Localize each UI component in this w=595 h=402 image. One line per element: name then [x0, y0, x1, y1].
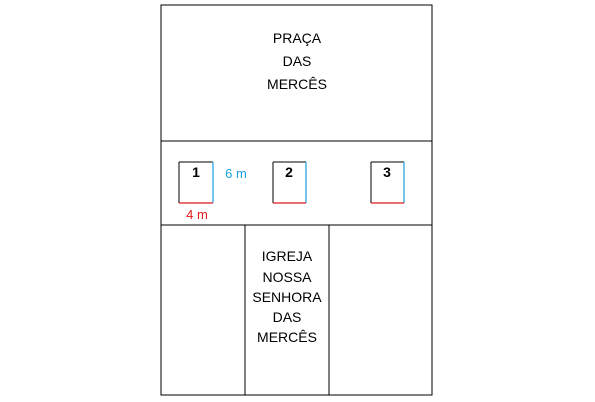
lot-3-label: 3: [383, 164, 391, 180]
praca-line-3: MERCÊS: [267, 76, 327, 92]
praca-line-1: PRAÇA: [273, 30, 322, 46]
igreja-line-3: SENHORA: [252, 289, 322, 305]
igreja-line-2: NOSSA: [262, 269, 312, 285]
outer-boundary: [160, 4, 433, 396]
igreja-line-4: DAS: [273, 309, 302, 325]
praca-line-2: DAS: [283, 53, 312, 69]
lot-1-label: 1: [192, 164, 200, 180]
lot-2-label: 2: [285, 164, 293, 180]
igreja-line-1: IGREJA: [262, 248, 313, 264]
lot-1: 1: [178, 161, 214, 204]
lot-3: 3: [370, 161, 405, 204]
igreja-line-5: MERCÊS: [257, 329, 317, 345]
height-dimension-label: 6 m: [225, 166, 247, 181]
width-dimension-label: 4 m: [186, 207, 208, 222]
lot-2: 2: [272, 161, 307, 204]
